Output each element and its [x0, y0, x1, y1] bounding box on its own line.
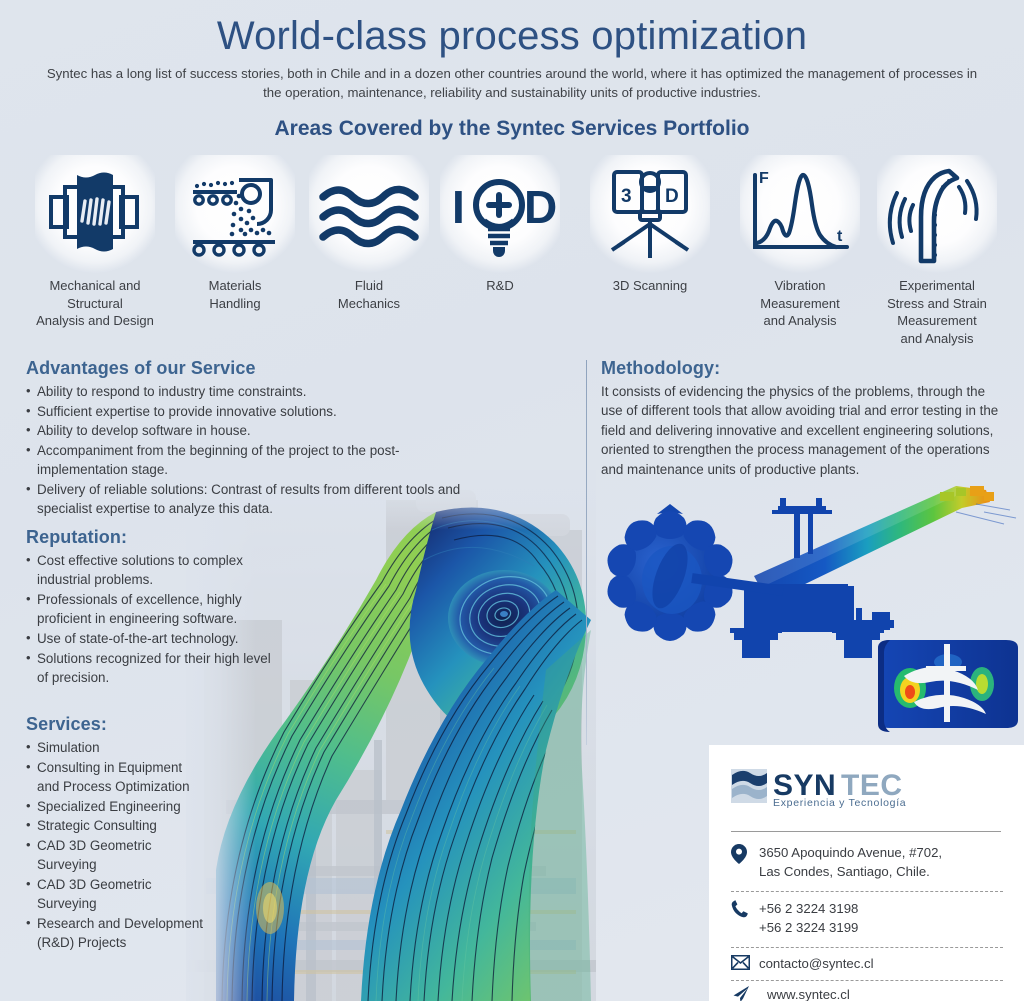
contact-email-row[interactable]: contacto@syntec.cl [730, 954, 874, 975]
phone-line-1: +56 2 3224 3198 [759, 901, 859, 916]
contact-card: SYN TEC Experiencia y Tecnología 3650 Ap… [709, 745, 1024, 1001]
list-item: Research and Development (R&D) Projects [26, 913, 206, 952]
envelope-icon [730, 954, 759, 975]
location-pin-icon [731, 843, 759, 869]
area-label: 3D Scanning [612, 278, 688, 293]
scanner-letter-d: D [665, 186, 679, 207]
card-rule-3 [731, 980, 1003, 981]
area-item-3d-scanning[interactable]: 3 D 3D Scanning [588, 155, 712, 295]
list-item: Use of state-of-the-art technology. [26, 628, 276, 648]
address-line-2: Las Condes, Santiago, Chile. [759, 864, 930, 879]
vibration-axis-t: t [837, 228, 843, 245]
list-item: Ability to develop software in house. [26, 420, 566, 440]
address-line-1: 3650 Apoquindo Avenue, #702, [759, 845, 943, 860]
contact-website[interactable]: www.syntec.cl [767, 987, 850, 1001]
reputation-block: Reputation: Cost effective solutions to … [26, 527, 276, 687]
list-item: Specialized Engineering [26, 796, 206, 816]
contact-email[interactable]: contacto@syntec.cl [759, 956, 874, 971]
materials-handling-icon [175, 155, 295, 275]
advantages-list: Ability to respond to industry time cons… [26, 381, 566, 518]
rd-lightbulb-icon: I D [440, 155, 560, 275]
reputation-list: Cost effective solutions to complex indu… [26, 550, 276, 687]
list-item: Ability to respond to industry time cons… [26, 381, 566, 401]
contact-address: 3650 Apoquindo Avenue, #702, Las Condes,… [759, 843, 942, 881]
mechanical-structural-icon [35, 155, 155, 275]
list-item: Consulting in Equipment and Process Opti… [26, 757, 206, 796]
card-rule-2 [731, 947, 1003, 948]
scanner-digit-3: 3 [621, 186, 632, 207]
phone-line-2: +56 2 3224 3199 [759, 920, 859, 935]
contact-website-row[interactable]: www.syntec.cl [731, 985, 850, 1001]
3d-scanning-icon: 3 D [590, 155, 710, 275]
methodology-text: It consists of evidencing the physics of… [601, 384, 999, 477]
rd-letter-d: D [524, 181, 556, 233]
methodology-block: Methodology: It consists of evidencing t… [601, 358, 1001, 479]
list-item: Accompaniment from the beginning of the … [26, 440, 467, 479]
logo-syn: SYN [773, 769, 836, 802]
services-heading: Services: [26, 714, 107, 734]
rd-letter-i: I [452, 181, 465, 233]
services-list: Simulation Consulting in Equipment and P… [26, 737, 206, 952]
syntec-logo: SYN TEC Experiencia y Tecnología [731, 767, 931, 818]
intro-paragraph: Syntec has a long list of success storie… [46, 66, 978, 100]
card-rule-1 [731, 891, 1003, 892]
advantages-heading: Advantages of our Service [26, 358, 256, 378]
area-label: R&D [486, 278, 514, 293]
card-top-rule [731, 831, 1001, 832]
contact-phones: +56 2 3224 3198 +56 2 3224 3199 [759, 899, 858, 937]
list-item: Simulation [26, 737, 206, 757]
mixing-tank-cfd-inset [878, 640, 1018, 732]
fluid-mechanics-icon [309, 155, 429, 275]
methodology-heading: Methodology: [601, 358, 721, 378]
list-item: Sufficient expertise to provide innovati… [26, 401, 566, 421]
list-item: Professionals of excellence, highly prof… [26, 589, 276, 628]
list-item: Strategic Consulting [26, 815, 206, 835]
list-item: Delivery of reliable solutions: Contrast… [26, 479, 517, 518]
area-item-rd[interactable]: I D R&D [437, 155, 563, 295]
vibration-analysis-icon: F t [740, 155, 860, 275]
contact-address-row: 3650 Apoquindo Avenue, #702, Las Condes,… [731, 843, 942, 881]
vibration-axis-f: F [759, 170, 769, 187]
list-item: CAD 3D Geometric Surveying [26, 835, 206, 874]
stress-strain-icon [877, 155, 997, 275]
phone-icon [731, 899, 759, 923]
cfd-streamlines [216, 507, 591, 1001]
list-item: CAD 3D Geometric Surveying [26, 874, 206, 913]
list-item: Solutions recognized for their high leve… [26, 648, 276, 687]
page-title: World-class process optimization [216, 14, 808, 58]
services-block: Services: Simulation Consulting in Equip… [26, 714, 206, 953]
reputation-heading: Reputation: [26, 527, 128, 547]
areas-section-title: Areas Covered by the Syntec Services Por… [274, 117, 750, 140]
logo-tagline: Experiencia y Tecnología [773, 797, 907, 809]
paper-plane-icon [731, 985, 761, 1001]
list-item: Cost effective solutions to complex indu… [26, 550, 276, 589]
logo-tec: TEC [841, 769, 903, 802]
column-divider [586, 360, 587, 745]
contact-phone-row[interactable]: +56 2 3224 3198 +56 2 3224 3199 [731, 899, 858, 937]
fea-reclaimer-illustration [604, 468, 1024, 733]
logo-flag-mark [731, 769, 767, 803]
advantages-block: Advantages of our Service Ability to res… [26, 358, 566, 519]
